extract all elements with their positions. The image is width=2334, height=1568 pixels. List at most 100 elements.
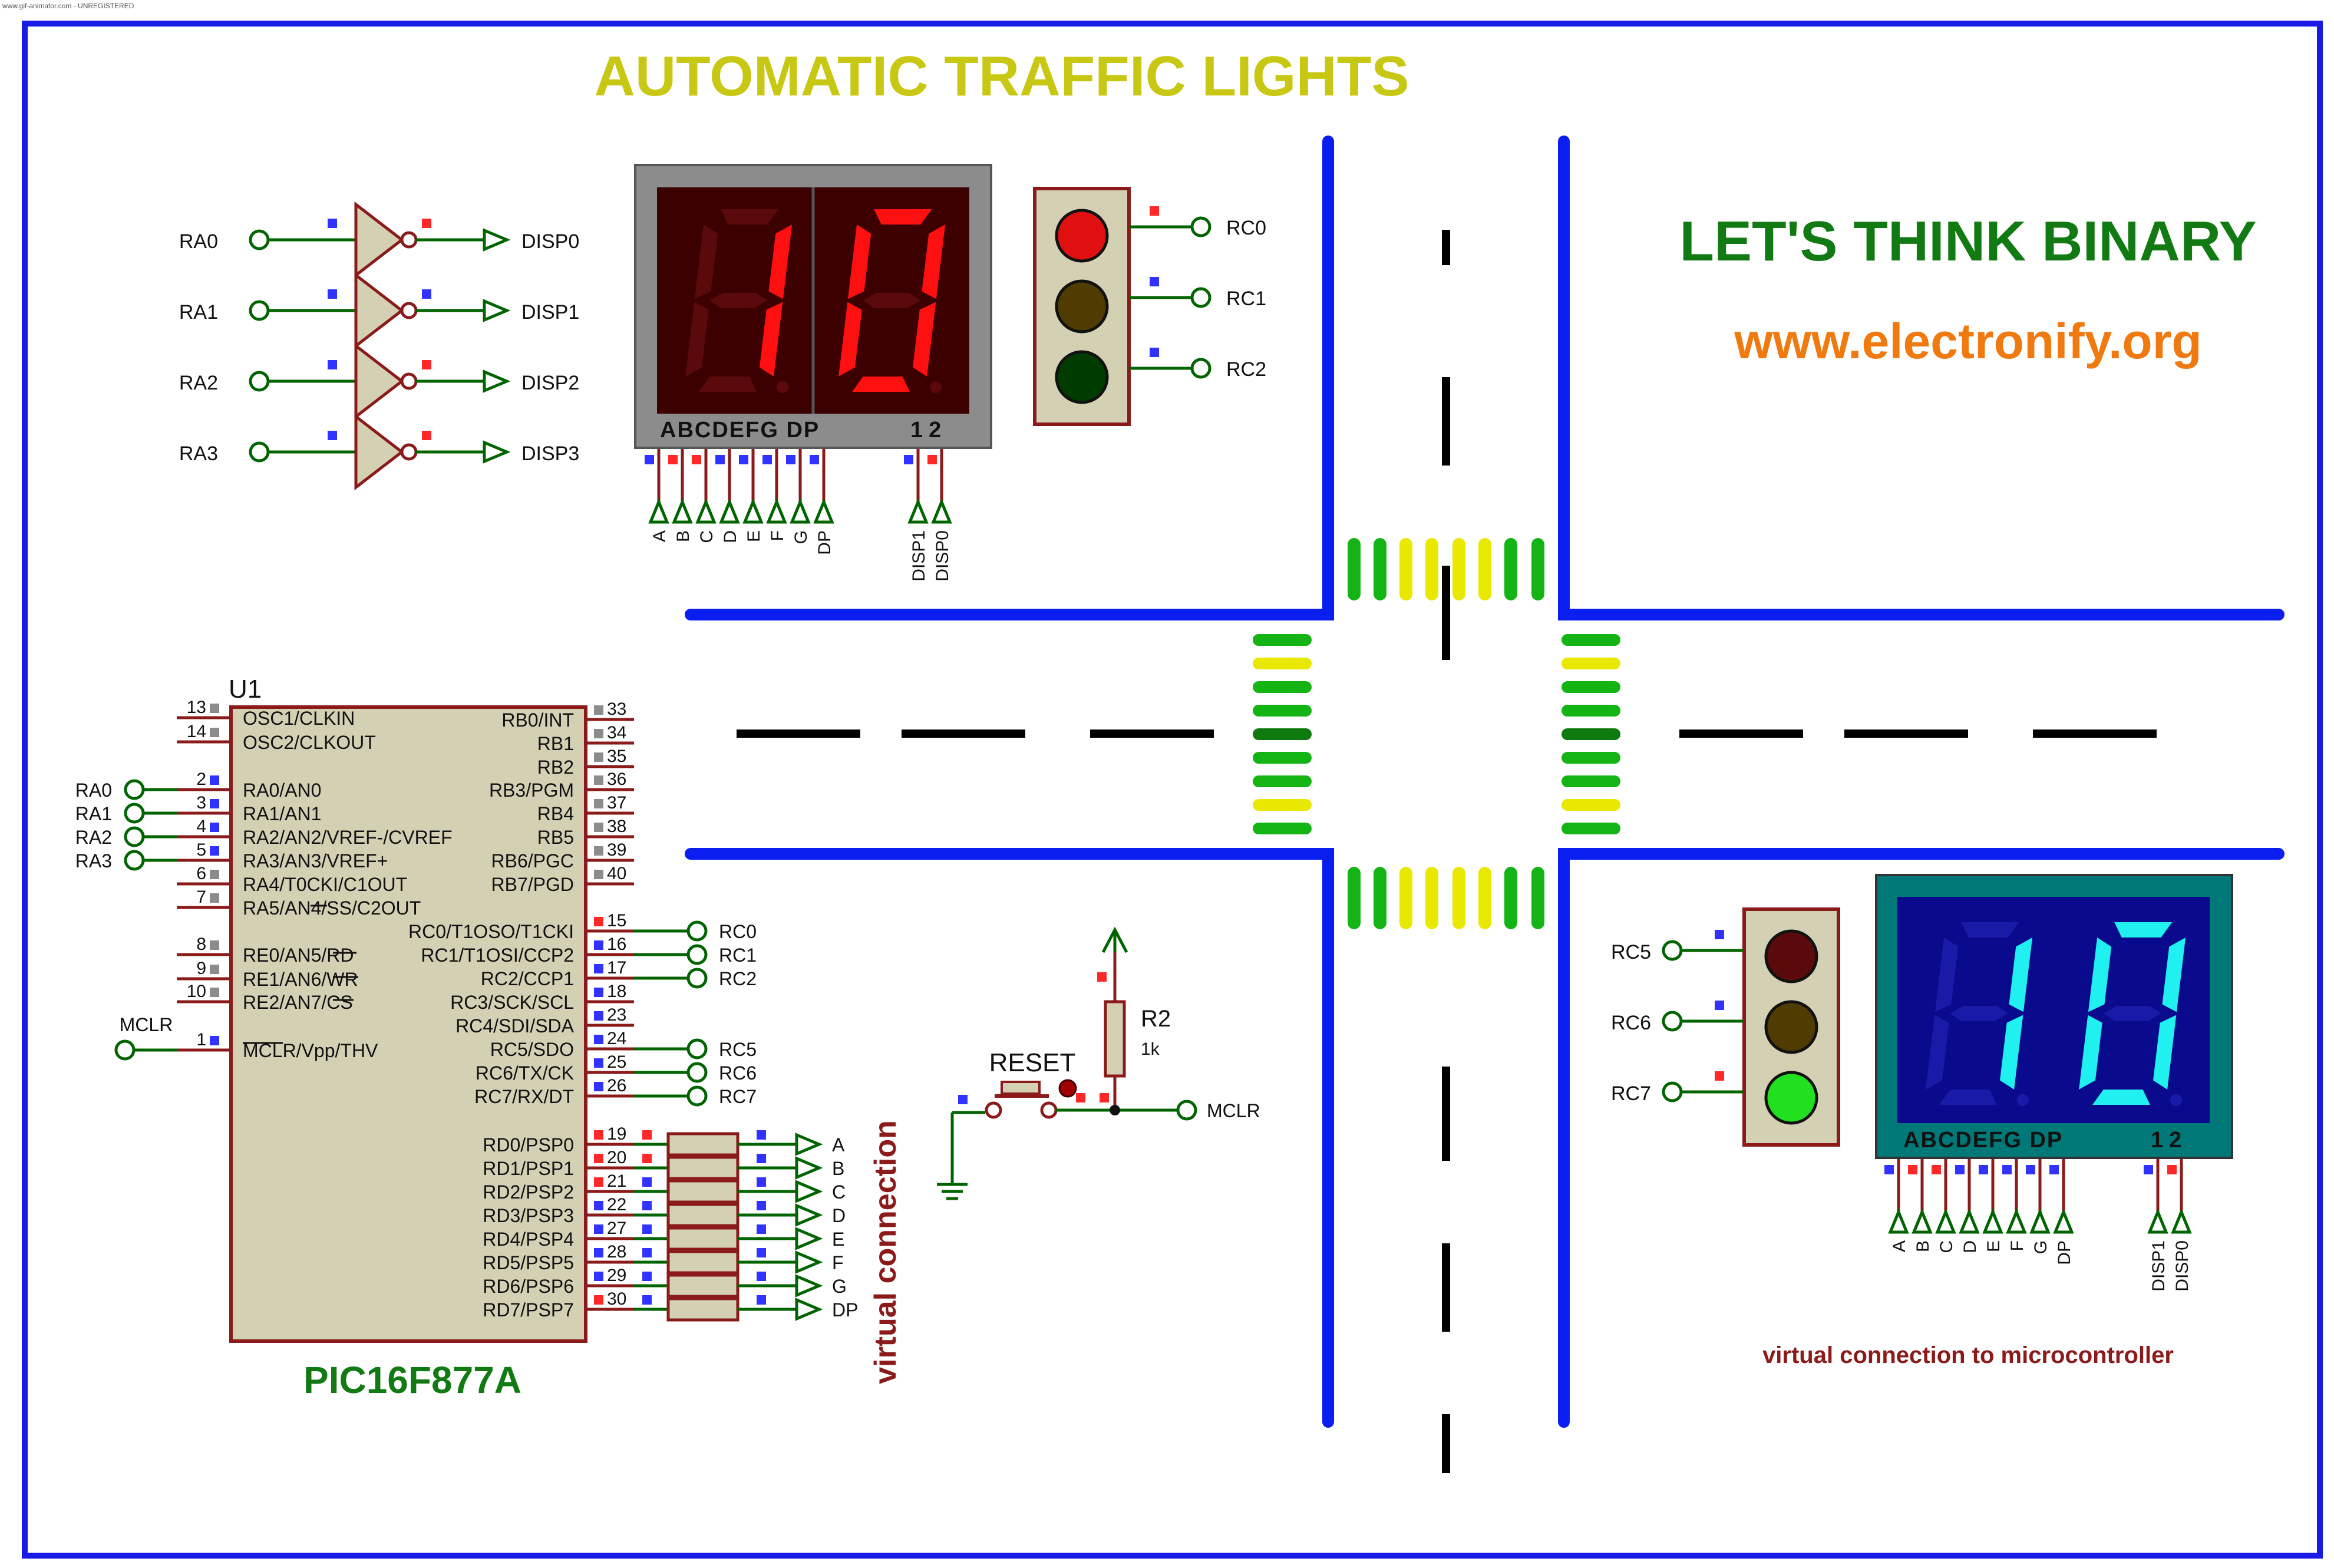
seven-segment-display-left: ABCDEFG DP 12 xyxy=(634,164,992,449)
page-title: AUTOMATIC TRAFFIC LIGHTS xyxy=(595,45,1409,108)
net-label: G xyxy=(832,1276,847,1297)
pin-state-marker xyxy=(1955,1165,1965,1174)
pin-state-marker xyxy=(762,455,772,464)
segment-label: ABCDEFG DP xyxy=(660,418,820,443)
mcu-pin-number: 20 xyxy=(607,1148,626,1167)
net-label: A xyxy=(832,1134,845,1156)
buffer-input-label: RA2 xyxy=(179,372,218,394)
pin-state-marker xyxy=(757,1154,766,1163)
lamp xyxy=(1764,1000,1818,1054)
mcu-pin-name: RD0/PSP0 xyxy=(483,1134,574,1156)
port-arrow xyxy=(672,498,693,524)
pin-state-marker xyxy=(642,1248,652,1257)
buffer-input-label: RA1 xyxy=(179,301,218,323)
mcu-pin-name: RC5/SDO xyxy=(490,1039,574,1060)
inverter-bubble xyxy=(400,372,418,390)
pin-state-marker xyxy=(1150,348,1159,357)
segment-c xyxy=(759,302,783,377)
buffer-symbol xyxy=(354,272,405,349)
lane-markings xyxy=(737,230,2157,1473)
port-arrow xyxy=(2029,1208,2051,1234)
reset-label: RESET xyxy=(989,1048,1076,1077)
pin-state-marker xyxy=(594,940,603,950)
bus-label: F xyxy=(768,530,787,541)
mcu-pin-name: RB7/PGD xyxy=(491,874,574,895)
net-label: RC6 xyxy=(719,1062,757,1084)
mcu-pin-number: 2 xyxy=(196,770,206,789)
virtual-connection-mcu-label: virtual connection to microcontroller xyxy=(1762,1342,2174,1368)
pin-state-marker xyxy=(210,940,219,950)
intersection xyxy=(685,136,2285,1428)
mcu-pin-name: RB2 xyxy=(537,757,574,778)
terminal xyxy=(686,1085,708,1107)
resistor xyxy=(666,1156,740,1180)
pin-state-marker xyxy=(594,1248,603,1257)
pin-state-marker xyxy=(2049,1165,2059,1174)
mcu-pin-number: 28 xyxy=(607,1242,626,1262)
mcu-pin-number: 15 xyxy=(607,911,626,930)
segment-d xyxy=(2092,1090,2150,1105)
pin-state-marker xyxy=(594,870,603,879)
traffic-light-label: RC7 xyxy=(1611,1082,1651,1105)
pin-state-marker xyxy=(594,1011,603,1021)
pin-state-marker xyxy=(422,289,431,299)
net-label: RC0 xyxy=(719,921,757,942)
pin-state-marker xyxy=(594,799,603,808)
segment-c xyxy=(912,302,936,377)
pin-state-marker xyxy=(328,219,337,228)
pin-state-marker xyxy=(739,455,748,464)
port-arrow xyxy=(907,498,929,524)
pin-state-marker xyxy=(1097,972,1107,982)
mcu-pin-number: 24 xyxy=(607,1029,626,1048)
mcu-pin-name: RE0/AN5/RD xyxy=(243,945,354,966)
buffer-symbol xyxy=(354,342,405,420)
mcu-body xyxy=(229,705,587,1343)
mcu-pin-number: 26 xyxy=(607,1076,626,1095)
road-edge-bottom-right xyxy=(1558,848,2285,1428)
mcu-pin-name: RC6/TX/CK xyxy=(476,1062,574,1084)
pin-state-marker xyxy=(594,1201,603,1210)
resistor xyxy=(666,1203,740,1227)
segment-f xyxy=(2088,938,2112,1012)
pin-state-marker xyxy=(594,846,603,856)
mcu-pin-name: RB4 xyxy=(537,803,574,824)
mcu-pin-number: 38 xyxy=(607,817,626,836)
mcu-pin-name: RE2/AN7/CS xyxy=(243,992,353,1013)
resistor-value: 1k xyxy=(1141,1039,1160,1059)
button-contact xyxy=(985,1101,1002,1119)
terminal xyxy=(686,1038,708,1059)
mcu-pin-number: 7 xyxy=(196,887,206,907)
port-arrow xyxy=(2171,1208,2192,1234)
traffic-light-label: RC5 xyxy=(1611,941,1651,963)
digit-label: 12 xyxy=(910,418,947,443)
mcu-pin-name: RA1/AN1 xyxy=(243,803,321,824)
mcu-pin-name: RB5 xyxy=(537,827,574,848)
pin-state-marker xyxy=(1150,277,1159,286)
buffer-symbol xyxy=(354,413,405,491)
mcu-pin-number: 3 xyxy=(196,793,206,813)
mcu-pin-name: RD5/PSP5 xyxy=(483,1252,574,1273)
port-arrow xyxy=(790,498,811,524)
pin-state-marker xyxy=(210,823,219,832)
pin-state-marker xyxy=(757,1224,766,1234)
website-link[interactable]: www.electronify.org xyxy=(1734,313,2201,369)
terminal xyxy=(1662,1081,1683,1102)
terminal xyxy=(124,803,145,824)
microcontroller: U1 PIC16F877A 13OSC1/CLKIN14OSC2/CLKOUT2… xyxy=(75,675,757,1401)
mcu-pin-name: RA2/AN2/VREF-/CVREF xyxy=(243,827,453,848)
mcu-pin-number: 10 xyxy=(187,982,206,1001)
button-actuator xyxy=(1058,1079,1077,1098)
pin-state-marker xyxy=(328,431,337,440)
terminal xyxy=(686,920,708,942)
buffer-output-label: DISP1 xyxy=(521,301,579,323)
port-arrow xyxy=(795,1227,823,1250)
mcu-pin-number: 27 xyxy=(607,1219,626,1238)
junction-dot xyxy=(1110,1105,1120,1115)
net-label: RC7 xyxy=(719,1086,757,1107)
pin-state-marker xyxy=(594,1177,603,1187)
port-arrow xyxy=(2147,1208,2168,1234)
virtual-connection-label: virtual connection xyxy=(869,1120,903,1384)
mcu-pin-name: OSC1/CLKIN xyxy=(243,708,355,729)
port-arrow xyxy=(1888,1208,1909,1234)
